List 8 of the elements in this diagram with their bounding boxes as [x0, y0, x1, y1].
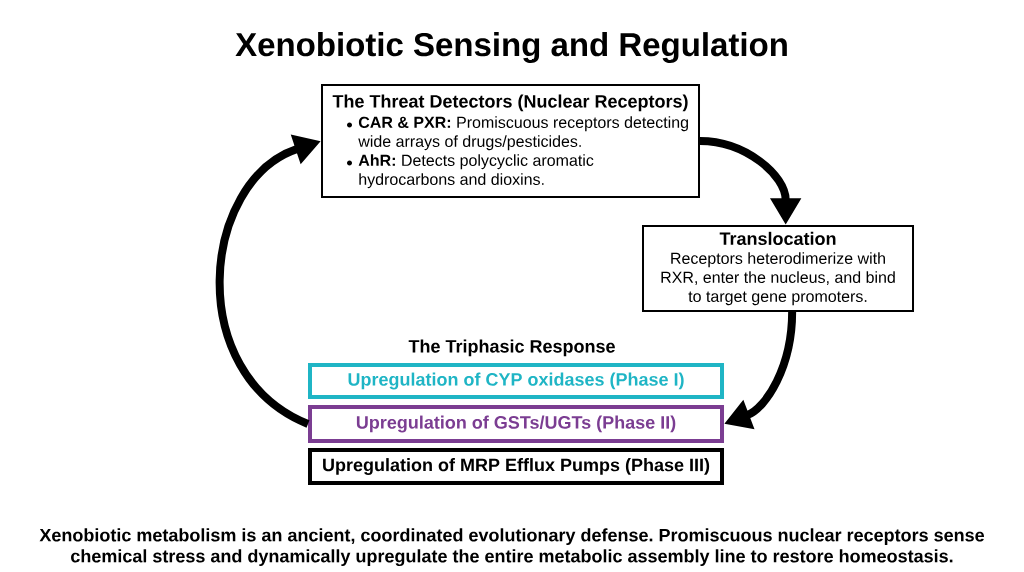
- text-box: Upregulation of MRP Efflux Pumps (Phase III): [308, 448, 724, 485]
- text-box: The Threat Detectors (Nuclear Receptors) CAR & PXR: Promiscuous receptors detecting wide arrays of drugs/pesticides. AhR: Detects polycyclic aromatic hydrocarbons and dioxins.: [321, 84, 700, 198]
- heading: The Triphasic Response: [408, 339, 615, 357]
- title: Xenobiotic Sensing and Regulation: [235, 32, 787, 63]
- caption: Xenobiotic metabolism is an ancient, coordinated evolutionary defense. Promiscuous nuclear receptors sense chemical stress and dynamically upregulate the entire metabolic assembly line to restore homeostasis.: [39, 528, 984, 567]
- text-box: Upregulation of CYP oxidases (Phase I): [308, 363, 724, 399]
- text-box: Upregulation of GSTs/UGTs (Phase II): [308, 405, 724, 443]
- text-box: Translocation Receptors heterodimerize with RXR, enter the nucleus, and bind to target gene promoters.: [642, 225, 914, 312]
